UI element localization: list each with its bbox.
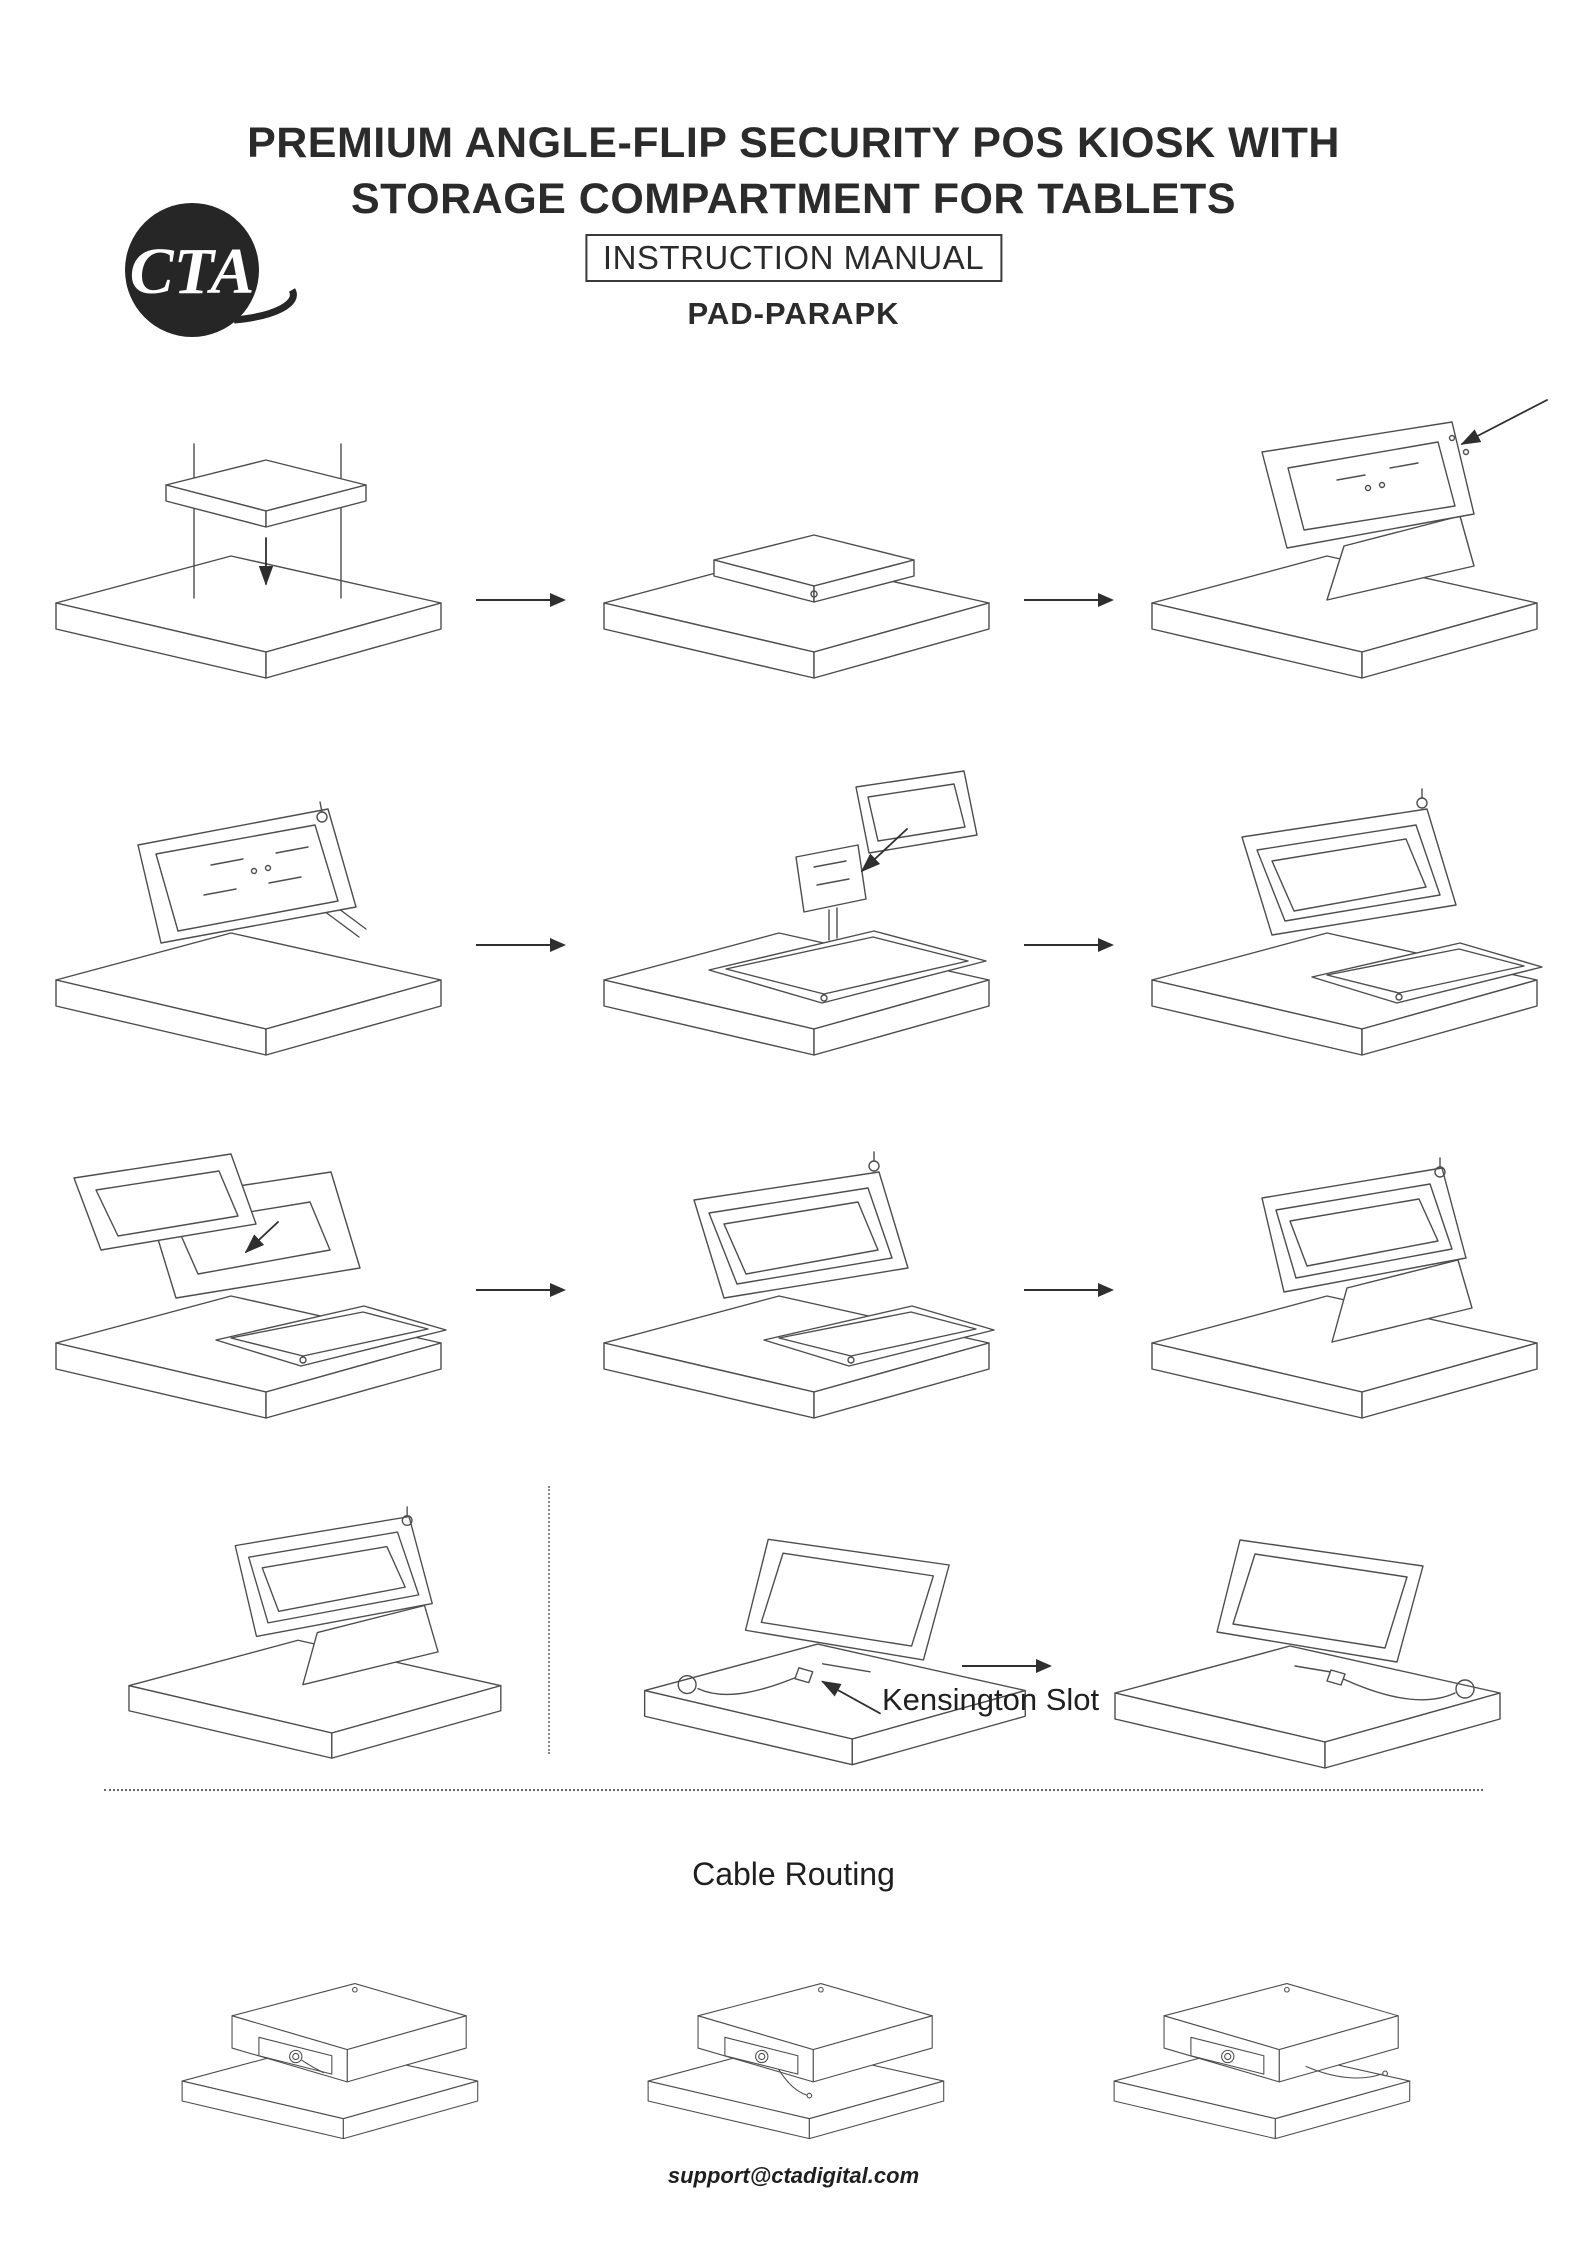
illustration-step-1-2 — [574, 388, 1014, 708]
cable-routing-row — [0, 1916, 1587, 2154]
kensington-slot-label: Kensington Slot — [882, 1682, 1100, 1717]
model-number: PAD-PARAPK — [687, 296, 900, 331]
illustration-step-3-3 — [1122, 1128, 1562, 1448]
cable-routing-heading: Cable Routing — [692, 1856, 895, 1892]
arrow-right-icon — [1022, 933, 1114, 957]
illustration-cable-routing-1 — [158, 1916, 498, 2154]
title-line-2: STORAGE COMPARTMENT FOR TABLETS — [350, 174, 1237, 223]
logo-circle-icon — [125, 203, 259, 337]
illustration-step-2-1 — [26, 765, 466, 1085]
illustration-step-1-1 — [26, 388, 466, 708]
page-title: PREMIUM ANGLE-FLIP SECURITY POS KIOSK WI… — [0, 115, 1587, 227]
arrow-right-icon — [474, 933, 566, 957]
cta-logo: CTA — [116, 198, 301, 353]
illustration-cable-routing-2 — [624, 1916, 964, 2154]
assembly-row-2 — [0, 765, 1587, 1085]
support-email: support@ctadigital.com — [667, 2163, 920, 2188]
illustration-kensington-attach — [615, 1478, 1050, 1798]
illustration-step-1-3 — [1122, 388, 1562, 708]
instruction-manual-label: INSTRUCTION MANUAL — [584, 234, 1003, 282]
arrow-right-icon — [474, 588, 566, 612]
illustration-step-3-2 — [574, 1128, 1014, 1448]
arrow-right-icon — [474, 1278, 566, 1302]
illustration-step-2-3 — [1122, 765, 1562, 1085]
illustration-finished-kiosk — [100, 1478, 525, 1798]
illustration-kensington-locked — [1085, 1478, 1525, 1798]
assembly-row-3 — [0, 1128, 1587, 1448]
illustration-step-2-2 — [574, 765, 1014, 1085]
illustration-cable-routing-3 — [1090, 1916, 1430, 2154]
vertical-dotted-divider — [548, 1486, 550, 1754]
arrow-right-icon — [1022, 1278, 1114, 1302]
title-line-1: PREMIUM ANGLE-FLIP SECURITY POS KIOSK WI… — [247, 118, 1340, 167]
horizontal-dotted-divider — [104, 1789, 1483, 1791]
logo-swoosh-icon — [233, 288, 297, 324]
logo-text: CTA — [130, 235, 255, 308]
security-row: Kensington Slot — [0, 1478, 1587, 1808]
arrow-right-icon — [960, 1654, 1052, 1678]
arrow-right-icon — [1022, 588, 1114, 612]
illustration-step-3-1 — [26, 1128, 466, 1448]
assembly-row-1 — [0, 388, 1587, 708]
